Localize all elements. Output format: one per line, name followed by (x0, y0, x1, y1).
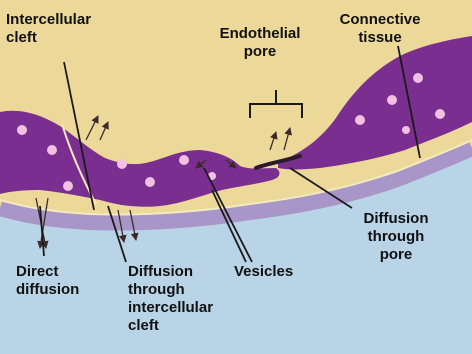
label-diffusion-through-cleft: Diffusion through intercellular cleft (128, 263, 213, 335)
label-direct-diffusion: Direct diffusion (16, 263, 79, 299)
label-diffusion-through-pore: Diffusion through pore (346, 210, 446, 264)
label-intercellular-cleft: Intercellular cleft (6, 11, 91, 47)
label-connective-tissue: Connective tissue (332, 11, 428, 47)
label-vesicles: Vesicles (234, 263, 293, 281)
label-endothelial-pore: Endothelial pore (218, 25, 302, 61)
